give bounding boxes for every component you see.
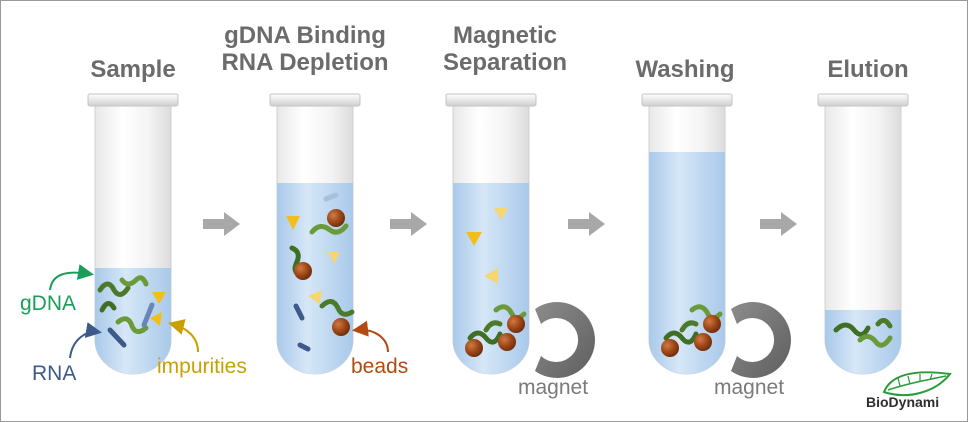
- step-title-elution: Elution: [808, 56, 928, 83]
- logo-text: BioDynami: [866, 394, 940, 410]
- step-title-washing-text: Washing: [635, 56, 735, 83]
- tube-binding: [269, 93, 361, 375]
- magnet-icon: [535, 302, 595, 379]
- tube-cap: [445, 93, 537, 107]
- rna-callout-arrow: [69, 322, 102, 359]
- label-magnet-washing: magnet: [714, 376, 785, 399]
- tube-cap: [87, 93, 179, 107]
- step-title-sample-text: Sample: [90, 56, 176, 83]
- bead: [703, 315, 721, 333]
- bead: [694, 333, 712, 351]
- arrow-right-icon: [568, 212, 605, 236]
- process-arrows: [203, 212, 797, 236]
- step-title-separation-line2: Separation: [442, 49, 568, 76]
- magnet-icon: [731, 302, 791, 379]
- label-impurities: impurities: [157, 355, 247, 378]
- tube-separation: [445, 93, 537, 375]
- step-title-separation-line1: Magnetic: [452, 22, 557, 49]
- step-title-binding: gDNA Binding RNA Depletion: [205, 22, 405, 76]
- bead: [507, 315, 525, 333]
- bead: [498, 333, 516, 351]
- arrow-right-icon: [390, 212, 427, 236]
- tube-sample: [87, 93, 179, 375]
- label-beads: beads: [351, 355, 409, 378]
- liquid: [95, 268, 171, 374]
- biodynami-leaf-icon: [882, 371, 952, 397]
- tube-cap: [641, 93, 733, 107]
- beads-callout-arrow: [352, 320, 389, 353]
- step-title-elution-text: Elution: [827, 56, 909, 83]
- tube-elution: [817, 93, 909, 375]
- tube-cap: [269, 93, 361, 107]
- arrow-right-icon: [203, 212, 240, 236]
- bead: [661, 339, 679, 357]
- label-rna: RNA: [32, 362, 77, 385]
- bead: [294, 262, 312, 280]
- tube-washing: [641, 93, 733, 375]
- step-title-sample: Sample: [73, 56, 193, 83]
- step-title-binding-line2: RNA Depletion: [221, 49, 389, 76]
- bead: [327, 209, 345, 227]
- bead: [332, 318, 350, 336]
- arrow-right-icon: [760, 212, 797, 236]
- impurities-callout-arrow: [168, 319, 199, 353]
- step-title-washing: Washing: [620, 56, 750, 83]
- bead: [465, 339, 483, 357]
- step-title-binding-line1: gDNA Binding: [224, 22, 386, 49]
- label-magnet-separation: magnet: [518, 376, 589, 399]
- label-gdna: gDNA: [20, 292, 77, 315]
- gdna-callout-arrow: [49, 264, 94, 291]
- step-title-separation: Magnetic Separation: [415, 22, 595, 76]
- tube-cap: [817, 93, 909, 107]
